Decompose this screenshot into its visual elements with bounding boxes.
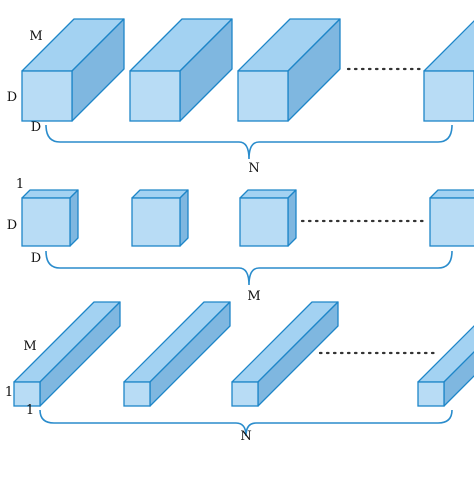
filter-cuboid-3-4 — [417, 325, 474, 407]
front-face — [21, 197, 71, 247]
row1-count-label: N — [248, 161, 259, 176]
side-face — [287, 189, 297, 247]
row1-height-label: D — [7, 90, 17, 105]
row1-width-label: D — [31, 120, 41, 135]
top-face — [423, 20, 474, 72]
top-face — [21, 189, 79, 199]
front-face — [423, 70, 474, 122]
row3-width-label: 1 — [26, 403, 34, 418]
row3-depth-label: M — [23, 339, 36, 354]
top-face — [429, 189, 474, 199]
count-brace-1 — [45, 124, 453, 160]
row3-height-label: 1 — [5, 385, 13, 400]
count-brace-3 — [39, 409, 453, 437]
filter-cuboid-1-3 — [237, 18, 341, 122]
filter-cuboid-2-4 — [429, 189, 474, 247]
filter-cuboid-2-2 — [131, 189, 189, 247]
row2-count-label: M — [247, 289, 260, 304]
front-face — [429, 197, 474, 247]
filter-row-3: M 1 1 N — [5, 301, 474, 444]
count-brace-2 — [45, 250, 453, 286]
filter-cuboid-2-1 — [21, 189, 79, 247]
top-face — [131, 189, 189, 199]
front-face — [123, 381, 151, 407]
front-face — [131, 197, 181, 247]
filter-cuboid-1-2 — [129, 18, 233, 122]
filter-cuboid-3-1 — [13, 301, 121, 407]
filter-cuboid-1-4 — [423, 20, 474, 122]
filter-row-2: 1 D D M — [7, 177, 474, 304]
side-face — [179, 189, 189, 247]
filter-cuboid-3-2 — [123, 301, 231, 407]
filter-cuboid-3-3 — [231, 301, 339, 407]
filter-cuboid-1-1 — [21, 18, 125, 122]
top-face — [239, 189, 297, 199]
front-face — [231, 381, 259, 407]
front-face — [239, 197, 289, 247]
row2-width-label: D — [31, 251, 41, 266]
front-face — [21, 70, 73, 122]
side-face — [69, 189, 79, 247]
front-face — [237, 70, 289, 122]
front-face — [13, 381, 41, 407]
row2-depth-label: 1 — [16, 177, 24, 192]
filter-row-1: M D D N — [7, 18, 474, 176]
row3-count-label: N — [240, 429, 251, 444]
filter-cuboid-2-3 — [239, 189, 297, 247]
row1-depth-label: M — [29, 29, 42, 44]
front-face — [417, 381, 445, 407]
front-face — [129, 70, 181, 122]
row2-height-label: D — [7, 218, 17, 233]
